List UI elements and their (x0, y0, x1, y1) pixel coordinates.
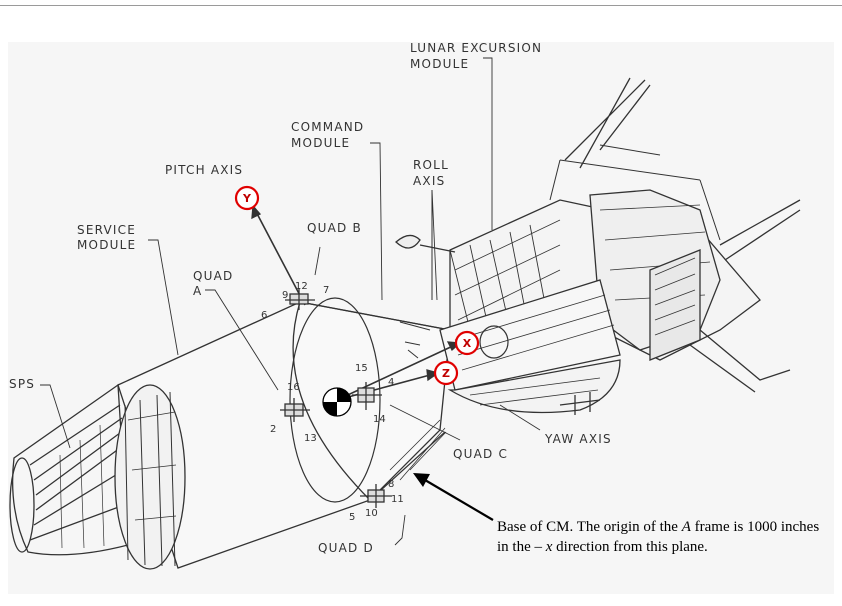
thruster-number-16: 16 (287, 382, 300, 393)
pitch-axis-arrow (251, 204, 306, 306)
label-yaw-axis: YAW AXIS (544, 432, 612, 446)
label-roll-axis-1: ROLL (413, 158, 449, 172)
thruster-number-8: 8 (388, 479, 394, 490)
caption-frame-name: A (681, 519, 691, 535)
sps-nozzle (9, 383, 129, 556)
label-quad-b: QUAD B (307, 221, 362, 235)
thruster-number-9: 9 (282, 290, 288, 301)
thruster-number-5: 5 (349, 512, 355, 523)
lm-legs (564, 77, 801, 393)
label-command-module-2: MODULE (291, 136, 350, 150)
label-pitch-axis: PITCH AXIS (165, 163, 243, 177)
label-leader-lines (40, 57, 541, 546)
y-axis-marker-label: Y (242, 192, 252, 205)
caption-part-1: Base of CM. The origin of the (497, 519, 682, 535)
thruster-number-7: 7 (323, 285, 329, 296)
thruster-number-14: 14 (373, 414, 386, 425)
center-of-gravity-icon (322, 387, 352, 417)
thruster-number-10: 10 (365, 508, 378, 519)
thruster-number-2: 2 (270, 424, 276, 435)
top-divider-line (0, 5, 842, 6)
label-sps: SPS (9, 377, 35, 391)
thruster-number-11: 11 (391, 494, 404, 505)
label-lunar-excursion-module-2: MODULE (410, 57, 469, 71)
lm-descent-stage-saucer (447, 359, 621, 414)
label-service-module-2: MODULE (77, 238, 136, 252)
lm-small-thruster (559, 392, 601, 415)
label-roll-axis-2: AXIS (413, 174, 445, 188)
base-of-cm-caption: Base of CM. The origin of the A frame is… (497, 517, 827, 557)
thruster-quad-d (360, 484, 392, 508)
thruster-quad-c (352, 382, 382, 410)
thruster-quad-a (280, 398, 310, 422)
label-command-module-1: COMMAND (291, 120, 364, 134)
lm-antenna (395, 234, 456, 253)
thruster-quad-b (285, 288, 315, 310)
y-axis-marker: Y (234, 185, 260, 211)
thruster-number-4: 4 (388, 377, 394, 388)
label-lunar-excursion-module-1: LUNAR EXCURSION (410, 41, 542, 55)
z-axis-marker: Z (433, 360, 459, 386)
x-axis-marker: X (454, 330, 480, 356)
thruster-number-12: 12 (295, 281, 308, 292)
label-quad-c: QUAD C (453, 447, 508, 461)
label-quad-a-1: QUAD (193, 269, 233, 283)
thruster-number-13: 13 (304, 433, 317, 444)
caption-axis-name: x (545, 539, 553, 555)
caption-part-2: frame is 1000 inches in the – (497, 519, 820, 555)
label-quad-d: QUAD D (318, 541, 374, 555)
label-quad-a-2: A (193, 284, 202, 298)
caption-part-3: direction from this plane. (552, 539, 708, 555)
thruster-number-15: 15 (355, 363, 368, 374)
label-service-module-1: SERVICE (77, 223, 136, 237)
thruster-number-6: 6 (261, 310, 267, 321)
x-axis-marker-label: X (463, 337, 472, 350)
line-art (9, 57, 801, 570)
z-axis-marker-label: Z (442, 367, 450, 380)
base-of-cm-pointer-arrow (413, 473, 494, 521)
